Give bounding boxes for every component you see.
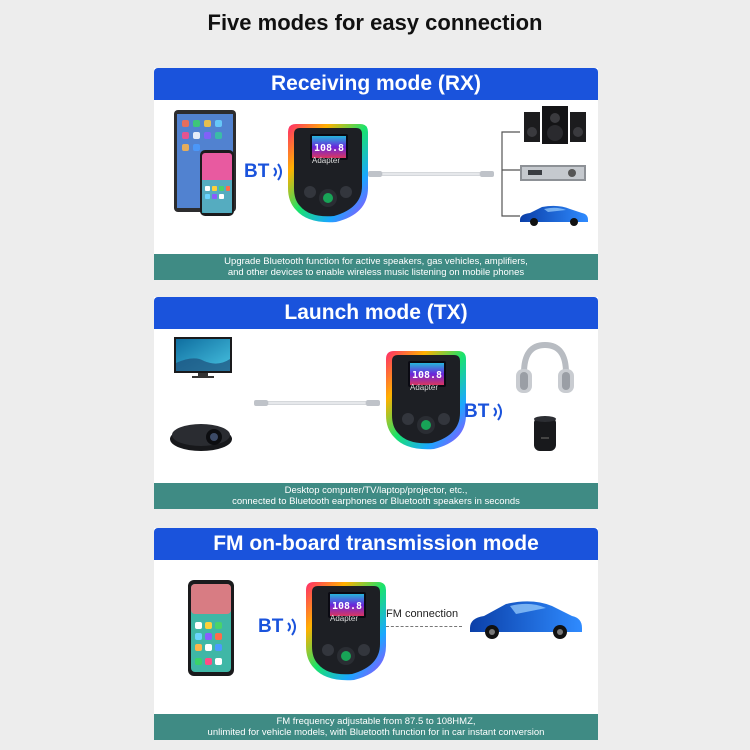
bluetooth-waves-icon (286, 615, 300, 644)
panel-launch-mode: Launch mode (TX) Adapter BT (154, 297, 598, 509)
footer-line-1: Desktop computer/TV/laptop/projector, et… (284, 485, 468, 496)
bluetooth-waves-icon (272, 160, 286, 189)
fm-connection-label: FM connection (386, 608, 459, 620)
panel-footer: FM frequency adjustable from 87.5 to 108… (154, 714, 598, 740)
adapter-label: Adapter (312, 156, 341, 165)
panel-fm-mode: FM on-board transmission mode BT (154, 528, 598, 740)
amplifier-image (520, 165, 586, 186)
aux-cable (368, 166, 494, 184)
panel-footer: Desktop computer/TV/laptop/projector, et… (154, 483, 598, 509)
footer-line-2: connected to Bluetooth earphones or Blue… (232, 496, 520, 507)
page-title: Five modes for easy connection (207, 10, 543, 35)
panel-header: Launch mode (TX) (154, 297, 598, 329)
panel-receiving-mode: Receiving mode (RX) (154, 68, 598, 280)
adapter-label: Adapter (410, 383, 439, 392)
phone-image (200, 150, 234, 221)
panel-header: Receiving mode (RX) (154, 68, 598, 100)
car-image (518, 204, 590, 231)
connection-bracket (498, 130, 528, 225)
adapter-device (288, 118, 370, 231)
bluetooth-speaker-image (534, 415, 556, 458)
aux-cable (254, 395, 380, 413)
footer-line-2: and other devices to enable wireless mus… (227, 267, 525, 278)
footer-line-1: FM frequency adjustable from 87.5 to 108… (276, 716, 476, 727)
footer-line-1: Upgrade Bluetooth function for active sp… (224, 256, 528, 267)
adapter-label: Adapter (330, 614, 359, 623)
bt-label: BT (464, 401, 490, 422)
panel-header: FM on-board transmission mode (154, 528, 598, 560)
bt-label: BT (244, 161, 270, 182)
panel-footer: Upgrade Bluetooth function for active sp… (154, 254, 598, 280)
headphones-image (514, 339, 576, 402)
bt-label: BT (258, 616, 284, 637)
footer-line-2: unlimited for vehicle models, with Bluet… (207, 727, 545, 738)
adapter-device (386, 345, 468, 458)
car-image (466, 596, 586, 645)
phone-image (188, 580, 234, 681)
fm-dashed-line (386, 626, 462, 627)
adapter-device (306, 576, 388, 689)
bluetooth-waves-icon (492, 400, 506, 429)
projector-image (168, 417, 234, 458)
tv-image (174, 337, 232, 384)
speakers-image (524, 106, 586, 149)
